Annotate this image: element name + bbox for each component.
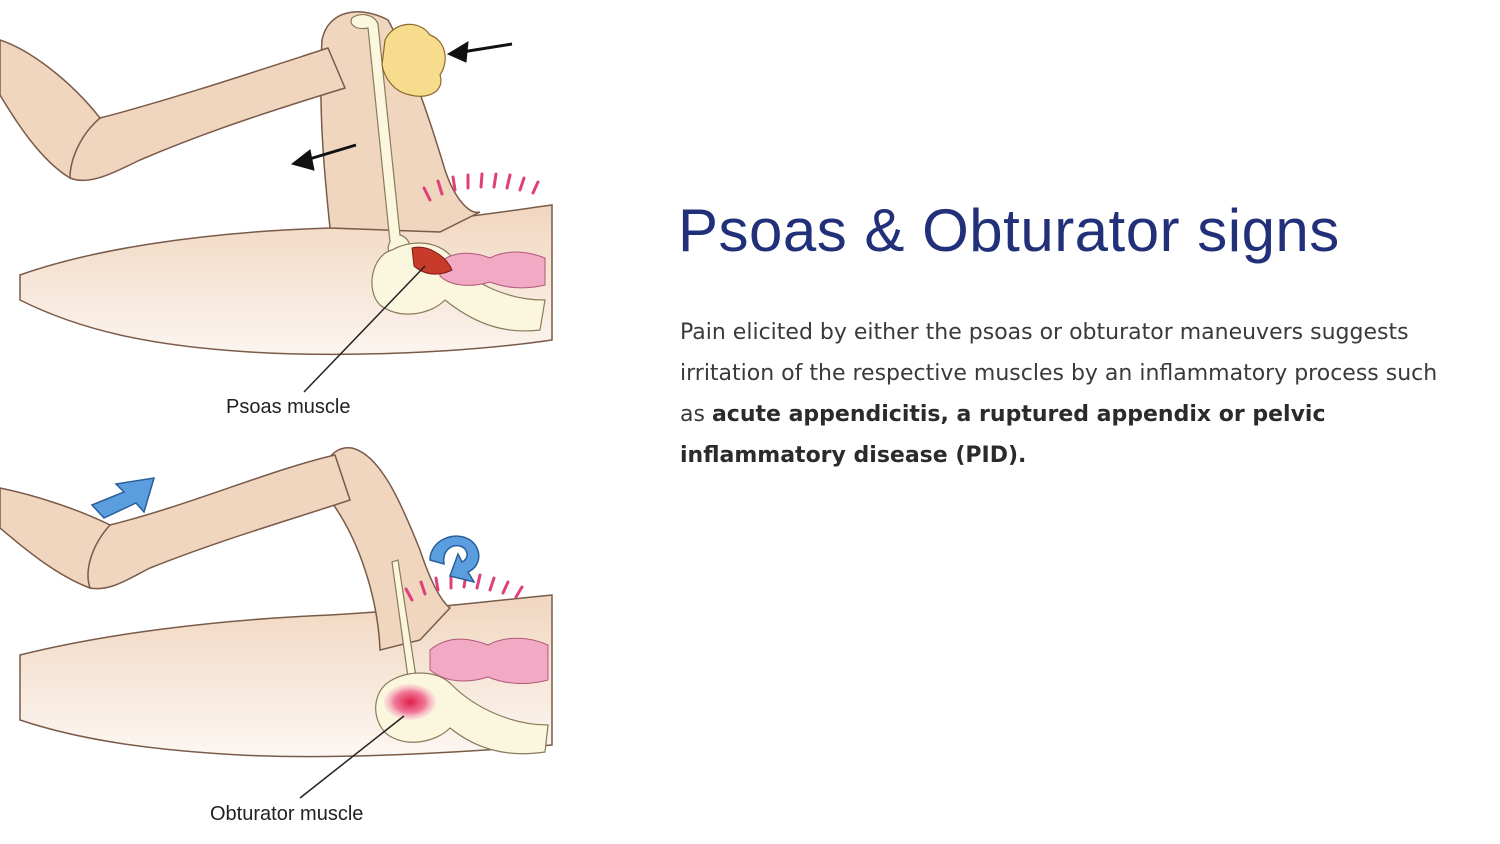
slide-title: Psoas & Obturator signs	[678, 197, 1340, 264]
bottom-foot	[0, 487, 112, 590]
psoas-label-pointer	[303, 265, 426, 393]
bottom-thigh	[323, 447, 452, 651]
bottom-motion-arrow	[90, 477, 156, 519]
top-foot	[0, 39, 102, 180]
bottom-rotation-arrow	[429, 535, 480, 584]
obturator-muscle-label: Obturator muscle	[210, 803, 363, 825]
anatomy-illustration: Psoas muscle	[0, 0, 570, 844]
slide-body-text: Pain elicited by either the psoas or obt…	[680, 312, 1440, 476]
bottom-intestine	[429, 637, 549, 685]
top-torso	[19, 204, 553, 356]
psoas-figure: Psoas muscle	[0, 11, 553, 418]
psoas-muscle-label: Psoas muscle	[226, 396, 351, 418]
top-pain-rays	[422, 172, 540, 202]
obturator-label-pointer	[299, 715, 405, 799]
top-thigh	[320, 11, 481, 233]
body-intro-text: Pain elicited by either the psoas or obt…	[680, 320, 1438, 427]
examiner-hand	[381, 23, 446, 97]
obturator-figure: Obturator muscle	[0, 447, 553, 825]
bottom-lower-leg	[79, 454, 351, 590]
top-intestine	[439, 251, 546, 289]
body-bold-text: acute appendicitis, a ruptured appendix …	[680, 402, 1326, 468]
top-pressure-arrows	[290, 41, 513, 171]
obturator-muscle-highlight	[384, 684, 436, 720]
